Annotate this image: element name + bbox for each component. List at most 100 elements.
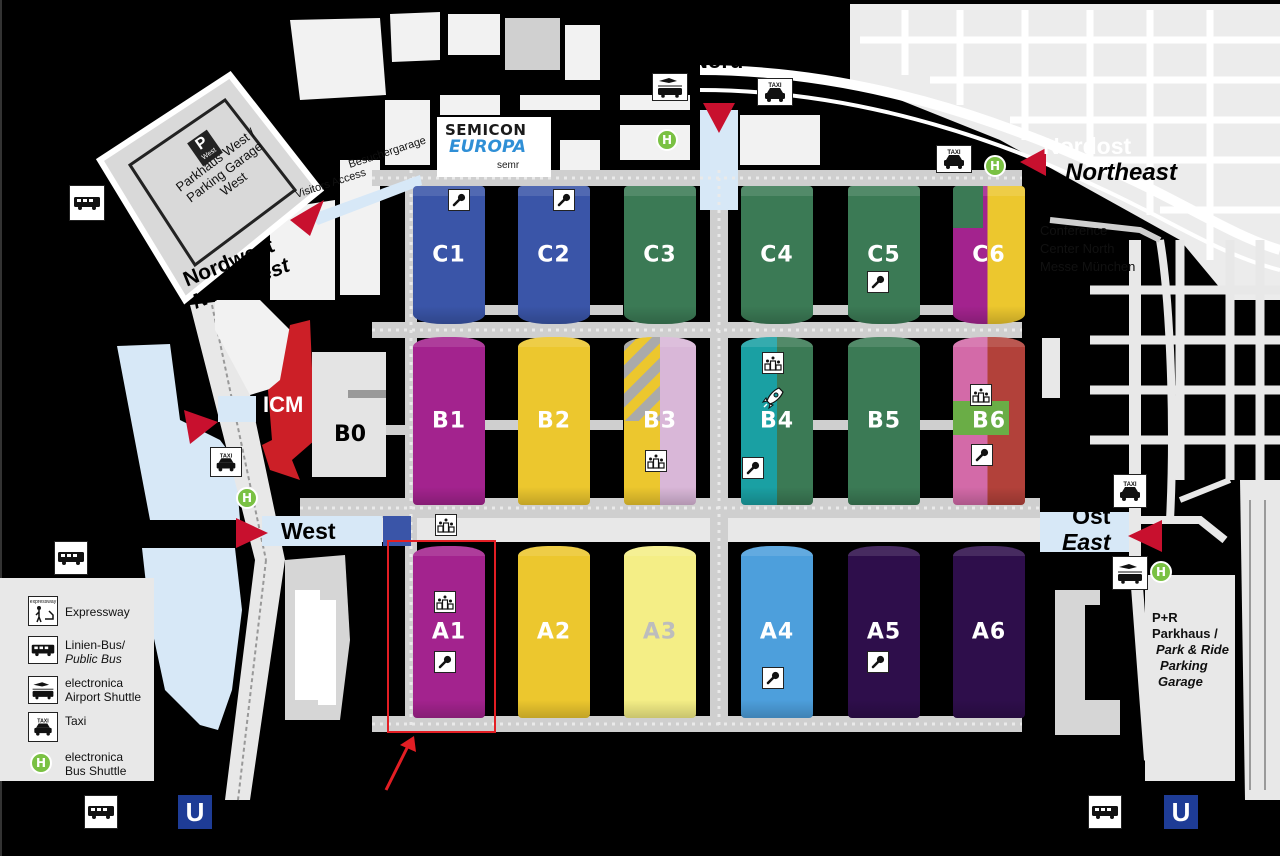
microphone-icon bbox=[971, 444, 993, 466]
hall-b3[interactable]: B3 bbox=[624, 337, 696, 505]
microphone-icon bbox=[434, 651, 456, 673]
h-bus-shuttle-icon: H bbox=[1150, 561, 1172, 583]
conference-line2: Center North bbox=[1040, 241, 1115, 256]
podium-icon bbox=[970, 384, 992, 406]
h-letter: H bbox=[661, 133, 673, 147]
taxi-sign-text: TAXI bbox=[220, 453, 233, 459]
bus-icon bbox=[69, 185, 105, 221]
europa-text: EUROPA bbox=[449, 137, 527, 157]
hall-b2-label: B2 bbox=[536, 408, 572, 434]
expressway-icon: expressway bbox=[28, 596, 58, 626]
hall-a1[interactable]: A1 bbox=[413, 546, 485, 718]
hall-a3[interactable]: A3 bbox=[624, 546, 696, 718]
podium-icon bbox=[762, 352, 784, 374]
hall-a2-label: A2 bbox=[536, 619, 572, 645]
h-bus-shuttle-icon: H bbox=[656, 129, 678, 151]
hall-a1-highlight bbox=[387, 540, 496, 733]
legend-label-sub: Bus Shuttle bbox=[65, 764, 127, 778]
expressway-icon-text: expressway bbox=[30, 599, 57, 605]
taxi-sign-text: TAXI bbox=[1123, 482, 1137, 488]
rocket-icon bbox=[759, 384, 787, 412]
hall-c4[interactable]: C4 bbox=[741, 186, 813, 324]
map-legend: expressway Expressway Linien-Bus/ Public… bbox=[0, 578, 154, 781]
taxi-icon: TAXI bbox=[28, 712, 58, 742]
hall-b0-label[interactable]: B0 bbox=[334, 422, 367, 447]
west-entrance-label: West bbox=[281, 518, 336, 544]
microphone-icon bbox=[742, 457, 764, 479]
legend-label-sub: Airport Shuttle bbox=[65, 690, 142, 704]
pr-line2: Parkhaus / bbox=[1152, 626, 1218, 641]
taxi-sign-text: TAXI bbox=[37, 719, 49, 725]
hall-c6[interactable]: C6 bbox=[953, 186, 1025, 324]
taxi-icon: TAXI bbox=[1113, 474, 1147, 508]
taxi-icon: TAXI bbox=[210, 447, 242, 477]
airport-shuttle-icon bbox=[1112, 556, 1148, 590]
hall-c5-label: C5 bbox=[867, 242, 901, 268]
hall-b6-label: B6 bbox=[971, 408, 1007, 434]
hall-c1-label: C1 bbox=[432, 242, 466, 268]
east-entrance-arrow bbox=[1128, 520, 1162, 552]
h-bus-shuttle-icon: H bbox=[984, 155, 1006, 177]
icm-label[interactable]: ICM bbox=[263, 392, 304, 417]
bus-icon bbox=[84, 795, 118, 829]
hall-b1[interactable]: B1 bbox=[413, 337, 485, 505]
semr-text: semr bbox=[497, 160, 520, 171]
h-letter: H bbox=[1155, 565, 1167, 579]
hall-c3[interactable]: C3 bbox=[624, 186, 696, 324]
hall-c6-label: C6 bbox=[972, 242, 1006, 268]
north-entrance-arrow bbox=[703, 103, 735, 133]
bus-icon bbox=[28, 636, 58, 664]
podium-icon bbox=[435, 514, 457, 536]
pr-line3: Park & Ride bbox=[1156, 642, 1229, 657]
bus-icon bbox=[54, 541, 88, 575]
conference-line3: Messe München bbox=[1040, 259, 1136, 274]
hall-b4-label: B4 bbox=[759, 408, 795, 434]
u-letter: U bbox=[185, 796, 205, 827]
park-and-ride-label: P+R Parkhaus / Park & Ride Parking Garag… bbox=[1152, 610, 1229, 690]
northeast-en-text: Northeast bbox=[1065, 159, 1178, 186]
hall-b2[interactable]: B2 bbox=[518, 337, 590, 505]
icm-entrance-arrow bbox=[184, 410, 218, 444]
hall-c5[interactable]: C5 bbox=[848, 186, 920, 324]
hall-b5-label: B5 bbox=[866, 408, 902, 434]
northwest-entrance-arrow bbox=[290, 200, 324, 236]
h-letter: H bbox=[35, 756, 47, 770]
h-bus-shuttle-icon: H bbox=[30, 752, 52, 774]
east-en-text: East bbox=[1062, 529, 1111, 555]
microphone-icon bbox=[867, 651, 889, 673]
taxi-sign-text: TAXI bbox=[768, 83, 782, 89]
microphone-icon bbox=[448, 189, 470, 211]
airport-shuttle-icon bbox=[652, 73, 688, 101]
hall-a6[interactable]: A6 bbox=[953, 546, 1025, 718]
semicon-europa-logo: SEMICON EUROPA semr bbox=[437, 117, 551, 177]
podium-icon bbox=[645, 450, 667, 472]
ubahn-icon: U bbox=[178, 795, 212, 829]
hall-a4-label: A4 bbox=[759, 619, 795, 645]
hall-a5[interactable]: A5 bbox=[848, 546, 920, 718]
hall-a4[interactable]: A4 bbox=[741, 546, 813, 718]
northeast-entrance-label-en: Northeast bbox=[1065, 159, 1177, 187]
h-letter: H bbox=[241, 491, 253, 505]
hall-b6[interactable]: B6 bbox=[953, 337, 1025, 505]
hall-c2-label: C2 bbox=[537, 242, 571, 268]
pr-line4: Parking bbox=[1160, 658, 1208, 673]
northeast-entrance-arrow bbox=[1020, 148, 1046, 176]
h-letter: H bbox=[989, 159, 1001, 173]
hall-a2[interactable]: A2 bbox=[518, 546, 590, 718]
semicon-text: SEMICON bbox=[445, 121, 527, 139]
conference-line1: Conference bbox=[1040, 223, 1108, 238]
taxi-sign-text: TAXI bbox=[947, 150, 961, 156]
legend-label: Expressway bbox=[65, 605, 130, 619]
bus-icon bbox=[1088, 795, 1122, 829]
microphone-icon bbox=[762, 667, 784, 689]
microphone-icon bbox=[867, 271, 889, 293]
east-de-text: Ost bbox=[1072, 503, 1111, 529]
taxi-icon: TAXI bbox=[757, 78, 793, 106]
legend-label-sub: Public Bus bbox=[65, 652, 122, 666]
hall-b5[interactable]: B5 bbox=[848, 337, 920, 505]
legend-label: Linien-Bus/ bbox=[65, 638, 126, 652]
pr-line1: P+R bbox=[1152, 610, 1178, 625]
podium-icon bbox=[434, 591, 456, 613]
legend-label: electronica bbox=[65, 676, 124, 690]
